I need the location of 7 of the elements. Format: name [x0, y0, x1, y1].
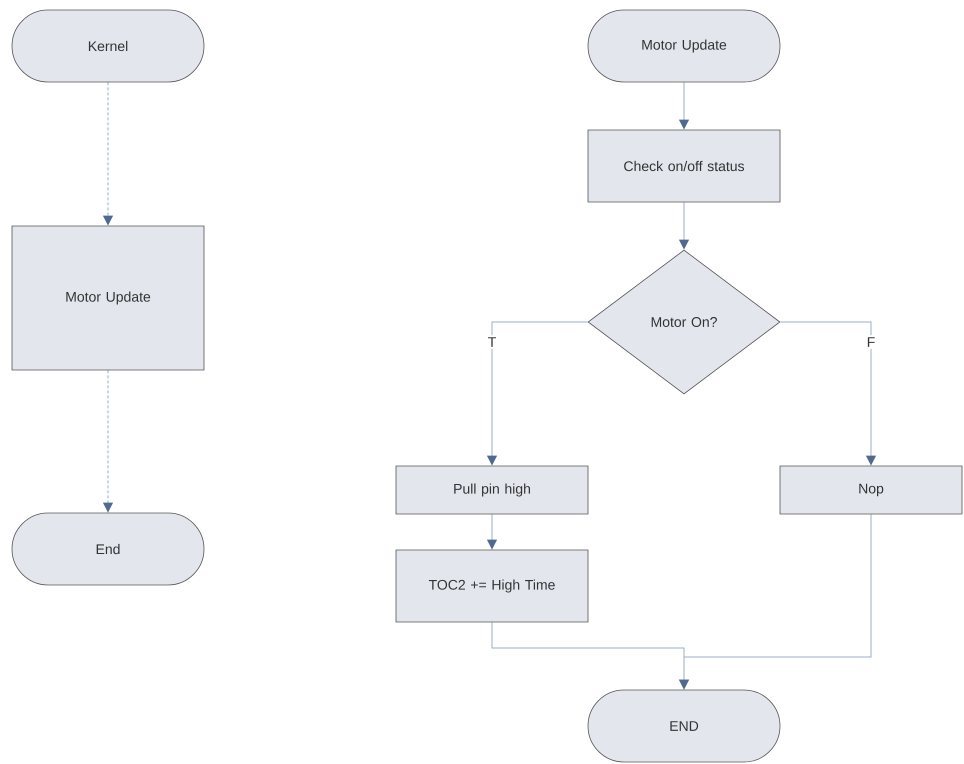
process-box: TOC2 += High Time — [396, 550, 588, 622]
process-box: Check on/off status — [588, 130, 780, 202]
process-box: Nop — [780, 466, 962, 514]
process-box: Pull pin high — [396, 466, 588, 514]
edge-label: F — [864, 335, 878, 349]
edge-label: T — [486, 335, 498, 349]
process-box: Motor Update — [12, 226, 204, 370]
